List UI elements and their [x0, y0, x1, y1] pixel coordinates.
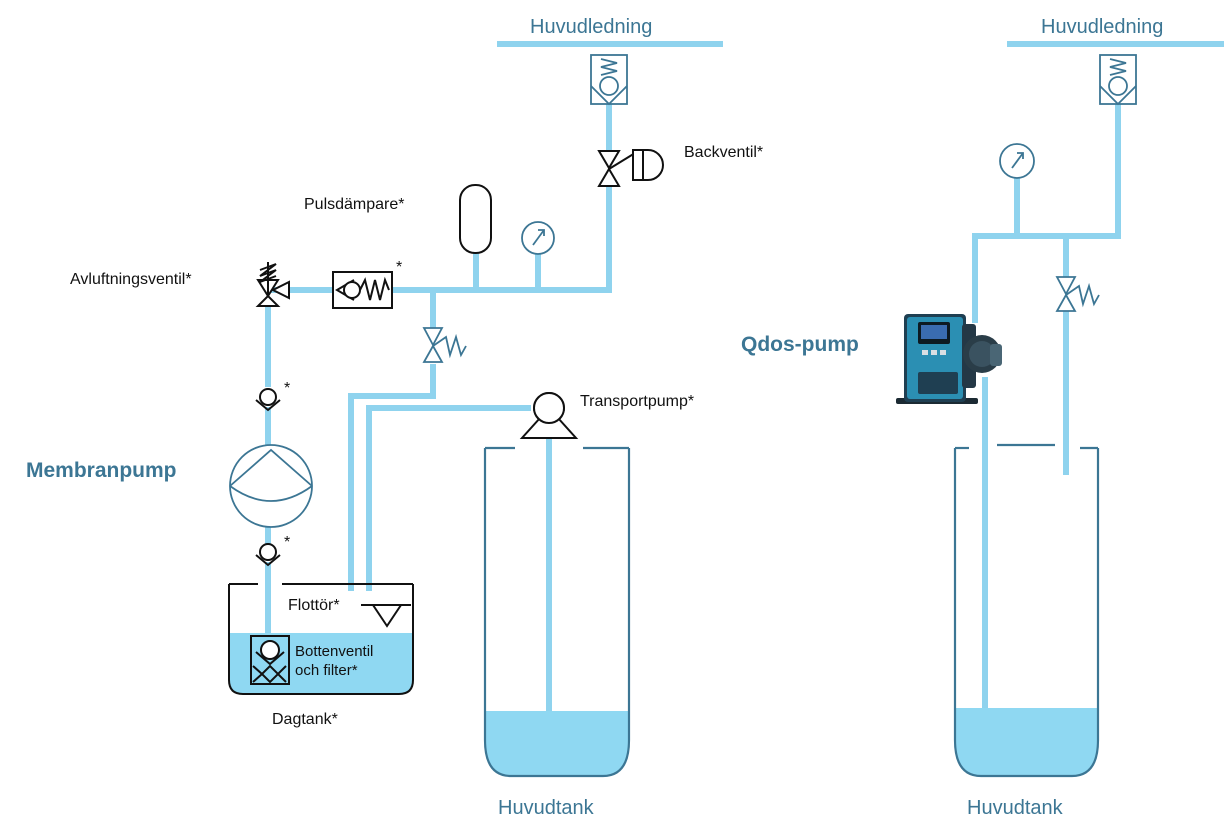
- float-switch: [361, 604, 411, 628]
- pulse-damper-label: Pulsdämpare*: [304, 196, 405, 213]
- diaphragm-pump: [229, 444, 313, 528]
- check-valve-upper: [255, 388, 281, 412]
- relief-valve: [422, 327, 467, 363]
- main-line-left-label: Huvudledning: [530, 16, 652, 38]
- relief-valve-right: [1055, 276, 1100, 312]
- header-check-valve: [332, 271, 393, 309]
- check-valve-lower: [255, 543, 281, 567]
- vent-valve: [255, 262, 290, 307]
- back-pressure-valve: [597, 149, 664, 187]
- vent-valve-label: Avluftningsventil*: [70, 271, 192, 288]
- qdos-pump: [896, 314, 1002, 404]
- injection-check-valve-right: [1099, 54, 1137, 106]
- foot-valve-label-2: och filter*: [295, 662, 358, 679]
- header-check-star: *: [396, 259, 402, 276]
- foot-valve-label-1: Bottenventil: [295, 643, 373, 660]
- pressure-gauge-right: [999, 143, 1035, 179]
- check-upper-star: *: [284, 380, 290, 397]
- foot-valve-filter: [250, 635, 290, 685]
- main-tank-left: [483, 446, 631, 778]
- pressure-gauge-left: [521, 221, 555, 255]
- transfer-pump: [519, 392, 579, 439]
- check-valve-label: Backventil*: [684, 144, 763, 161]
- right-pipework: [972, 41, 1224, 711]
- diaphragm-pump-label: Membranpump: [26, 459, 177, 482]
- main-tank-right-label: Huvudtank: [967, 797, 1064, 819]
- float-label: Flottör*: [288, 597, 340, 614]
- left-pipework: [265, 41, 723, 715]
- qdos-pump-label: Qdos-pump: [741, 333, 859, 356]
- main-line-right-label: Huvudledning: [1041, 16, 1163, 38]
- transfer-pump-label: Transportpump*: [580, 393, 694, 410]
- check-lower-star: *: [284, 534, 290, 551]
- injection-check-valve-left: [590, 54, 628, 106]
- main-tank-right: [953, 443, 1100, 778]
- day-tank-label: Dagtank*: [272, 711, 338, 728]
- main-tank-left-label: Huvudtank: [498, 797, 595, 819]
- pulse-damper: [459, 184, 492, 254]
